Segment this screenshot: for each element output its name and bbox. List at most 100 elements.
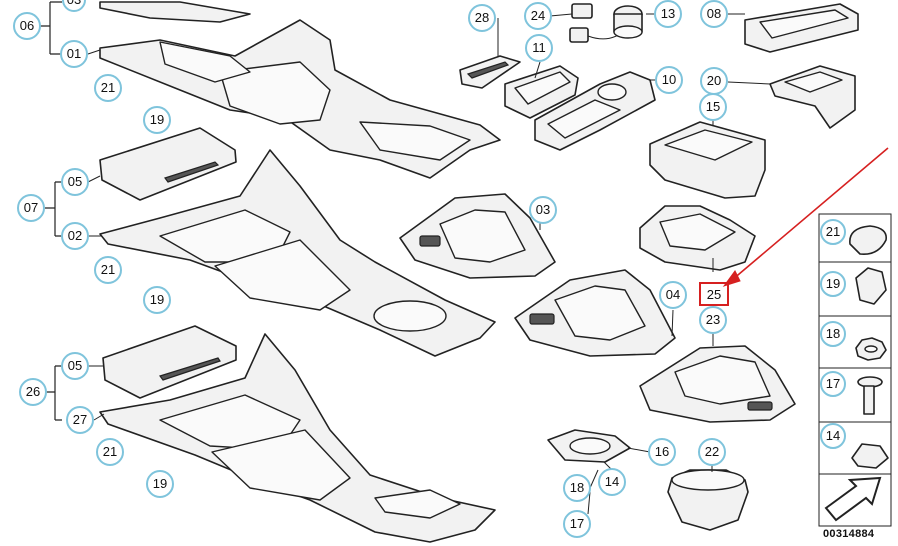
svg-text:16: 16 <box>655 444 669 459</box>
callout-13[interactable]: 13 <box>654 0 682 28</box>
svg-text:03: 03 <box>536 202 550 217</box>
callout-21-a[interactable]: 21 <box>94 74 122 102</box>
svg-text:11: 11 <box>532 40 546 55</box>
grille-28 <box>459 55 521 89</box>
svg-text:19: 19 <box>150 112 164 127</box>
callout-19-c[interactable]: 19 <box>146 470 174 498</box>
callout-10[interactable]: 10 <box>655 66 683 94</box>
callout-22[interactable]: 22 <box>698 438 726 466</box>
svg-text:26: 26 <box>26 384 40 399</box>
callout-05-a[interactable]: 05 <box>61 168 89 196</box>
svg-text:21: 21 <box>101 262 115 277</box>
svg-text:20: 20 <box>707 73 721 88</box>
console-trim-01 <box>99 19 501 179</box>
svg-text:03: 03 <box>67 0 81 7</box>
tray-11 <box>504 65 579 119</box>
callout-20[interactable]: 20 <box>700 67 728 95</box>
callout-06[interactable]: 06 <box>13 12 41 40</box>
callout-04[interactable]: 04 <box>659 281 687 309</box>
tray-08 <box>744 3 859 53</box>
socket-24 <box>569 3 626 43</box>
pointer-arrow <box>722 147 889 287</box>
callout-19-b[interactable]: 19 <box>143 286 171 314</box>
group-bracket-06 <box>40 1 62 55</box>
svg-text:19: 19 <box>150 292 164 307</box>
clip-19-icon <box>855 267 887 305</box>
legend-callout-17[interactable]: 17 <box>820 371 846 397</box>
callout-21-c[interactable]: 21 <box>96 438 124 466</box>
legend-callout-18[interactable]: 18 <box>820 321 846 347</box>
box-15 <box>649 121 766 199</box>
callout-01[interactable]: 01 <box>60 40 88 68</box>
svg-text:19: 19 <box>153 476 167 491</box>
bezel-04 <box>514 269 676 357</box>
callout-23[interactable]: 23 <box>699 306 727 334</box>
callout-03-top[interactable]: 03 <box>62 0 86 12</box>
diagram-id: 00314884 <box>823 528 875 540</box>
callout-07[interactable]: 07 <box>17 194 45 222</box>
gasket-16 <box>547 429 631 463</box>
console-trim-02 <box>99 149 496 357</box>
fastener-legend: 21 19 18 17 14 <box>818 213 892 527</box>
group-bracket-07 <box>45 181 62 237</box>
svg-text:08: 08 <box>707 6 721 21</box>
svg-text:22: 22 <box>705 444 719 459</box>
callout-15[interactable]: 15 <box>699 93 727 121</box>
svg-text:01: 01 <box>67 46 81 61</box>
svg-text:10: 10 <box>662 72 676 87</box>
panel-10 <box>534 71 656 151</box>
svg-text:02: 02 <box>68 228 82 243</box>
legend-callout-21[interactable]: 21 <box>820 219 846 245</box>
callout-27[interactable]: 27 <box>66 406 94 434</box>
console-trim-27 <box>99 333 496 543</box>
nut-18-icon <box>855 337 887 361</box>
legend-callout-14[interactable]: 14 <box>820 423 846 449</box>
callout-18[interactable]: 18 <box>563 474 591 502</box>
callout-19-a[interactable]: 19 <box>143 106 171 134</box>
svg-text:18: 18 <box>826 326 840 341</box>
svg-text:18: 18 <box>570 480 584 495</box>
console-top-fragment <box>99 1 251 23</box>
callout-26[interactable]: 26 <box>19 378 47 406</box>
cup-22 <box>667 469 749 531</box>
bracket-25 <box>639 205 756 271</box>
bezel-23 <box>639 345 796 423</box>
svg-text:13: 13 <box>661 6 675 21</box>
cup-20 <box>769 65 856 129</box>
callout-03[interactable]: 03 <box>529 196 557 224</box>
svg-text:14: 14 <box>605 474 619 489</box>
callout-25[interactable]: 25 <box>707 287 721 302</box>
svg-text:17: 17 <box>826 376 840 391</box>
svg-text:15: 15 <box>706 99 720 114</box>
callout-02[interactable]: 02 <box>61 222 89 250</box>
svg-text:19: 19 <box>826 276 840 291</box>
callout-16[interactable]: 16 <box>648 438 676 466</box>
clip-21-icon <box>849 225 887 256</box>
callout-08[interactable]: 08 <box>700 0 728 28</box>
direction-arrow-icon <box>824 476 882 522</box>
screw-17-icon <box>857 376 883 415</box>
svg-text:14: 14 <box>826 428 840 443</box>
highlight-25 <box>699 282 729 306</box>
svg-text:21: 21 <box>103 444 117 459</box>
lid-05-lower <box>102 325 237 399</box>
callout-24[interactable]: 24 <box>524 2 552 30</box>
callout-28[interactable]: 28 <box>468 4 496 32</box>
svg-text:05: 05 <box>68 174 82 189</box>
bezel-03 <box>399 193 556 279</box>
group-bracket-26 <box>45 365 62 421</box>
svg-text:21: 21 <box>101 80 115 95</box>
legend-callout-19[interactable]: 19 <box>820 271 846 297</box>
svg-text:23: 23 <box>706 312 720 327</box>
svg-text:27: 27 <box>73 412 87 427</box>
callout-14[interactable]: 14 <box>598 468 626 496</box>
callout-21-b[interactable]: 21 <box>94 256 122 284</box>
svg-text:04: 04 <box>666 287 680 302</box>
svg-text:07: 07 <box>24 200 38 215</box>
callout-17[interactable]: 17 <box>563 510 591 538</box>
svg-text:25: 25 <box>707 287 721 302</box>
clip-14-icon <box>851 443 889 469</box>
callout-11[interactable]: 11 <box>525 34 553 62</box>
callout-05-b[interactable]: 05 <box>61 352 89 380</box>
